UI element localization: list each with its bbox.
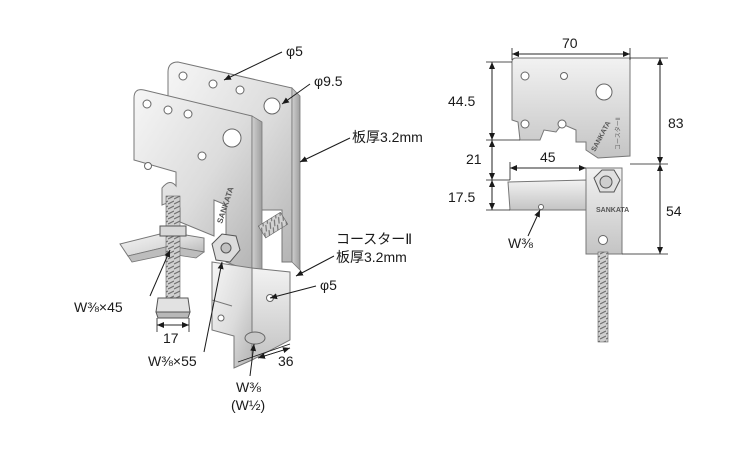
hole-icon [538, 204, 544, 210]
lower-clip [211, 233, 291, 369]
hole-icon [235, 85, 245, 95]
hole-icon [178, 71, 188, 81]
label-dim-54: 54 [666, 203, 682, 219]
label-plate-thickness-top: 板厚3.2mm [352, 129, 423, 145]
label-dim-17-5: 17.5 [448, 189, 475, 205]
label-hole-small-lower: φ5 [320, 277, 337, 293]
hole-icon [208, 79, 218, 89]
hole-icon [163, 105, 173, 115]
hole-icon [557, 119, 567, 129]
left-labels: φ5 φ9.5 板厚3.2mm コースターⅡ 板厚3.2mm φ5 W⅜×45 … [74, 43, 423, 413]
label-dim-45: 45 [540, 149, 556, 165]
hole-icon [144, 162, 152, 170]
bolt-horizontal [257, 211, 289, 239]
left-leaders [149, 51, 351, 377]
label-dim-17: 17 [163, 330, 179, 346]
label-bolt-w38: W⅜ [236, 379, 261, 395]
hole-icon [520, 119, 530, 129]
hole-large-icon [263, 97, 281, 115]
clamp-plate [119, 195, 205, 319]
label-hole-small: φ5 [286, 43, 303, 59]
label-plate-thickness-bottom: 板厚3.2mm [336, 249, 407, 265]
front-plate: SANKATA [133, 89, 263, 279]
right-dimensions [486, 48, 668, 255]
label-bolt-w12: (W½) [231, 397, 265, 413]
label-dim-36: 36 [278, 353, 294, 369]
label-bolt-w38-right: W⅜ [508, 235, 533, 251]
hole-icon [197, 151, 207, 161]
hole-icon [598, 235, 608, 245]
bolt-base-icon [244, 331, 266, 345]
hole-icon [217, 314, 225, 322]
right-labels: 70 44.5 83 21 45 17.5 54 W⅜ [448, 35, 684, 251]
label-product-name: コースターⅡ [336, 231, 412, 247]
label-dim-44-5: 44.5 [448, 93, 475, 109]
plate-text: コースターⅡ [614, 117, 622, 150]
stamp-logo: SANKATA [596, 207, 629, 214]
hole-icon [520, 71, 530, 81]
bracket-front-view: SANKATA コースターⅡ SANKATA [507, 57, 631, 343]
label-hole-large: φ9.5 [314, 73, 343, 89]
label-dim-83: 83 [668, 115, 684, 131]
label-dim-21: 21 [466, 151, 482, 167]
hole-large-icon [222, 128, 242, 148]
label-bolt-55: W⅜×55 [148, 353, 197, 369]
label-bolt-45: W⅜×45 [74, 299, 123, 315]
bracket-3d-view: SANKATA [119, 61, 301, 369]
hole-icon [183, 109, 193, 119]
hole-icon [560, 72, 568, 80]
label-dim-70: 70 [562, 35, 578, 51]
hole-large-icon [595, 83, 613, 101]
hole-icon [142, 99, 152, 109]
